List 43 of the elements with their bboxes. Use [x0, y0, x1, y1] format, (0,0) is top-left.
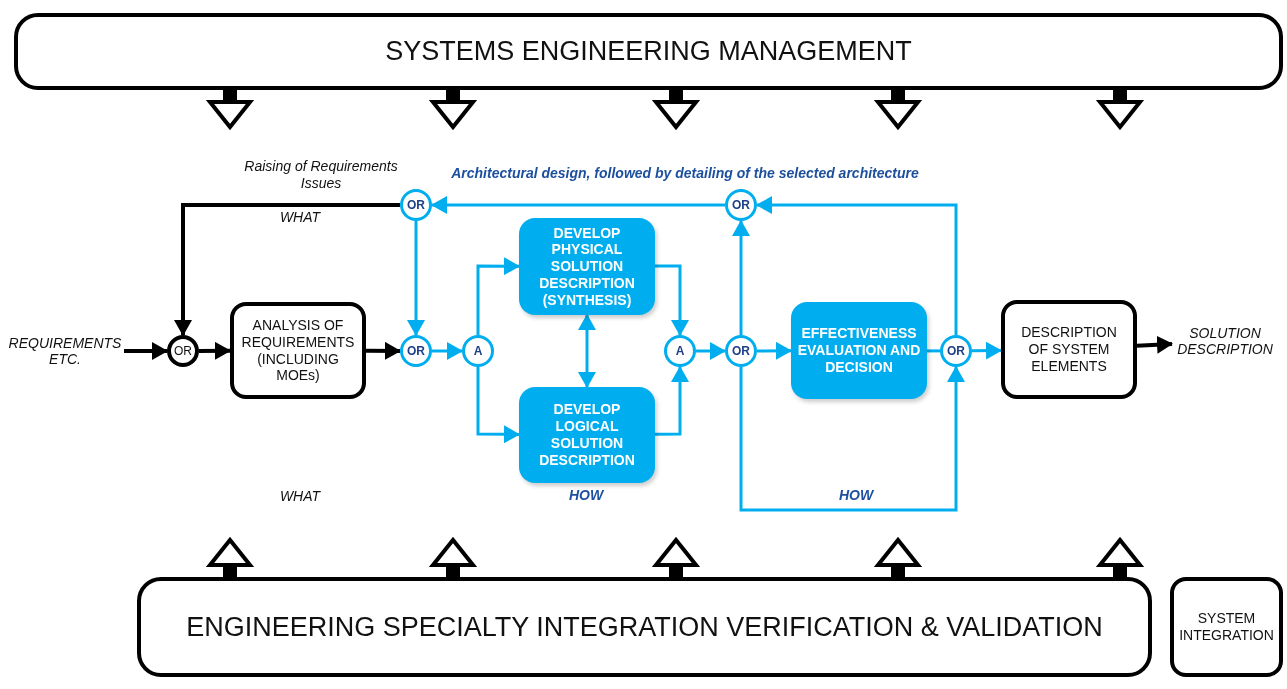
- process-box: DESCRIPTION OF SYSTEM ELEMENTS: [1001, 300, 1137, 399]
- arrow: [366, 341, 401, 360]
- note-text: Raising of Requirements Issues: [243, 158, 399, 192]
- process-box: DEVELOP LOGICAL SOLUTION DESCRIPTION: [519, 387, 655, 483]
- arrow: [476, 257, 520, 335]
- or-circle: OR: [400, 189, 432, 221]
- how-label: HOW: [837, 487, 875, 504]
- and-circle: A: [462, 335, 494, 367]
- process-box: ANALYSIS OF REQUIREMENTS (INCLUDING MOEs): [230, 302, 366, 399]
- management-box: SYSTEMS ENGINEERING MANAGEMENT: [14, 13, 1283, 90]
- input-text: REQUIREMENTS ETC.: [6, 332, 124, 370]
- what-label: WHAT: [278, 209, 322, 226]
- system-integration-box: SYSTEM INTEGRATION: [1170, 577, 1283, 677]
- or-circle: OR: [400, 335, 432, 367]
- arrow: [578, 314, 596, 388]
- arrow: [1136, 335, 1173, 354]
- arrow: [407, 221, 425, 336]
- process-box: EFFECTIVENESS EVALUATION AND DECISION: [791, 302, 927, 399]
- integration-box: ENGINEERING SPECIALTY INTEGRATION VERIFICATION & VALIDATION: [137, 577, 1152, 677]
- arrow: [654, 366, 689, 436]
- arrow: [431, 196, 725, 214]
- what-label: WHAT: [278, 488, 322, 505]
- arrow: [655, 264, 689, 336]
- or-circle: OR: [167, 335, 199, 367]
- arrow: [199, 341, 231, 360]
- arrow: [476, 367, 520, 444]
- process-box: DEVELOP PHYSICAL SOLUTION DESCRIPTION (SYNTHESIS): [519, 218, 655, 315]
- arrow: [971, 341, 1002, 360]
- arrow: [757, 341, 792, 360]
- and-circle: A: [664, 335, 696, 367]
- arrow: [696, 342, 726, 360]
- arrow: [739, 366, 965, 512]
- or-circle: OR: [725, 335, 757, 367]
- arrow: [756, 196, 958, 335]
- or-circle: OR: [940, 335, 972, 367]
- arrow: [432, 342, 463, 360]
- arrow: [732, 220, 750, 335]
- note-text: Architectural design, followed by detailing of the selected architecture: [450, 165, 920, 182]
- or-circle: OR: [725, 189, 757, 221]
- arrow: [124, 342, 168, 360]
- how-label: HOW: [567, 487, 605, 504]
- output-text: SOLUTION DESCRIPTION: [1172, 322, 1278, 360]
- arrow: [174, 203, 400, 336]
